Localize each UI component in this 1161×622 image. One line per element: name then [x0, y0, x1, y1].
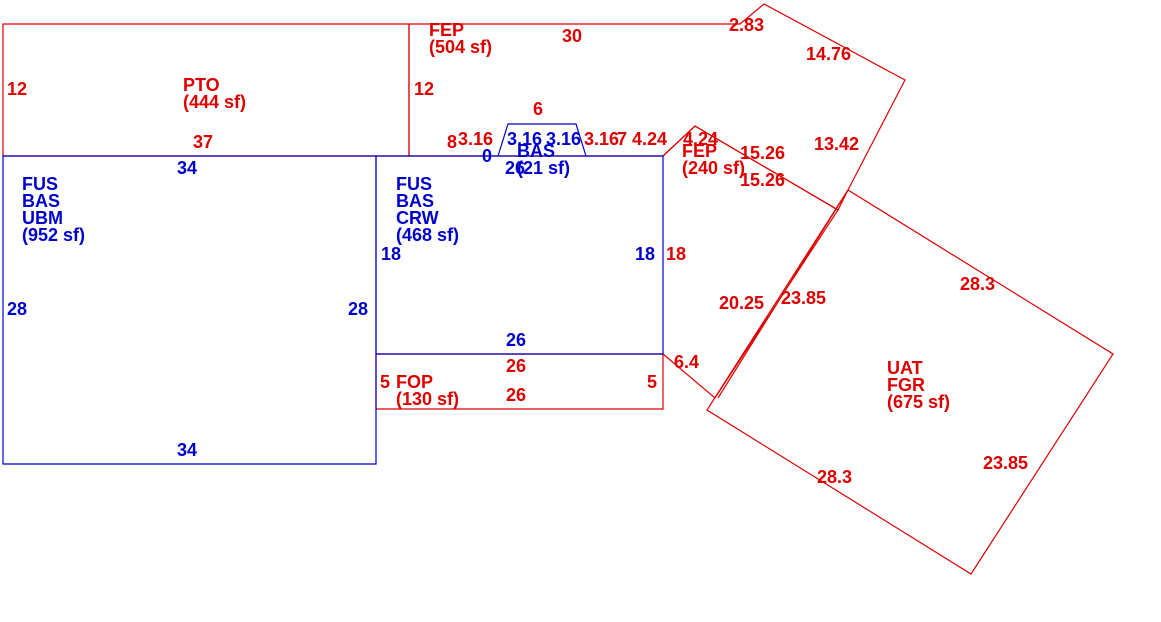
crw-code-3: CRW — [396, 208, 439, 228]
fgr-code-2: FGR — [887, 375, 925, 395]
crw-code-2: BAS — [396, 191, 434, 211]
dim-fep-1342: 13.42 — [814, 134, 859, 154]
crw-code-1: FUS — [396, 174, 432, 194]
bas-bay-outline — [497, 123, 587, 157]
fgr-size: (675 sf) — [887, 392, 950, 412]
dim-fop-right: 5 — [647, 372, 657, 392]
dim-fep-2025: 20.25 — [719, 293, 764, 313]
dim-bas-inner-right: 3.16 — [546, 129, 581, 149]
dim-fgr-283b: 28.3 — [817, 467, 852, 487]
dim-bas-inner-left: 3.16 — [507, 129, 542, 149]
dim-bas-left-slant: 3.16 — [458, 129, 493, 149]
dim-bas-right-slant: 3.16 — [584, 129, 619, 149]
dim-fop-left: 5 — [380, 372, 390, 392]
fep-top-outline — [408, 3, 906, 211]
dim-ubm-top: 34 — [177, 158, 197, 178]
dim-fep-424b: 4.24 — [683, 129, 718, 149]
crw-size: (468 sf) — [396, 225, 459, 245]
dim-fep-1526a: 15.26 — [740, 143, 785, 163]
dim-bas-top: 6 — [533, 99, 543, 119]
dim-fgr-2385b: 23.85 — [983, 453, 1028, 473]
fop-code: FOP — [396, 372, 433, 392]
dim-fep-424a: 4.24 — [632, 129, 667, 149]
fgr-outline — [706, 189, 1114, 575]
fep-top-size: (504 sf) — [429, 37, 492, 57]
pto-size: (444 sf) — [183, 92, 246, 112]
dim-fop-bottom: 26 — [506, 385, 526, 405]
dim-fop-top: 26 — [506, 356, 526, 376]
dim-bas-eight: 8 — [447, 132, 457, 152]
dim-fgr-283a: 28.3 — [960, 274, 995, 294]
dim-fgr-2385a: 23.85 — [781, 288, 826, 308]
fep-top-code: FEP — [429, 20, 464, 40]
dim-crw-left: 18 — [381, 244, 401, 264]
dim-fep-top: 30 — [562, 26, 582, 46]
dim-bas-seven: 7 — [617, 129, 627, 149]
bas-size: (21 sf) — [517, 158, 570, 178]
bas-code: BAS — [517, 141, 555, 161]
fop-size: (130 sf) — [396, 389, 459, 409]
dim-crw-right-blue: 18 — [635, 244, 655, 264]
dim-crw-right-red: 18 — [666, 244, 686, 264]
dim-bas-bottom: 26 — [505, 158, 525, 178]
fep-mid-outline — [662, 125, 839, 399]
dim-fep-64: 6.4 — [674, 352, 699, 372]
ubm-code-1: FUS — [22, 174, 58, 194]
dim-crw-bottom: 26 — [506, 330, 526, 350]
pto-code: PTO — [183, 75, 220, 95]
ubm-code-2: BAS — [22, 191, 60, 211]
dim-ubm-right: 28 — [348, 299, 368, 319]
dim-pto-bottom: 37 — [193, 132, 213, 152]
dim-fep-1526b: 15.26 — [740, 170, 785, 190]
dim-fep-1476: 14.76 — [806, 44, 851, 64]
dim-fep-283: 2.83 — [729, 15, 764, 35]
dim-pto-left: 12 — [7, 79, 27, 99]
dim-ubm-left: 28 — [7, 299, 27, 319]
dim-ubm-bottom: 34 — [177, 440, 197, 460]
dim-pto-mid: 12 — [414, 79, 434, 99]
fep-mid-size: (240 sf) — [682, 158, 745, 178]
ubm-code-3: UBM — [22, 208, 63, 228]
fgr-code-1: UAT — [887, 358, 923, 378]
ubm-outline — [2, 155, 377, 465]
fep-mid-code: FEP — [682, 141, 717, 161]
ubm-size: (952 sf) — [22, 225, 85, 245]
dim-bas-zero: 0 — [482, 146, 492, 166]
crw-outline — [375, 155, 664, 355]
